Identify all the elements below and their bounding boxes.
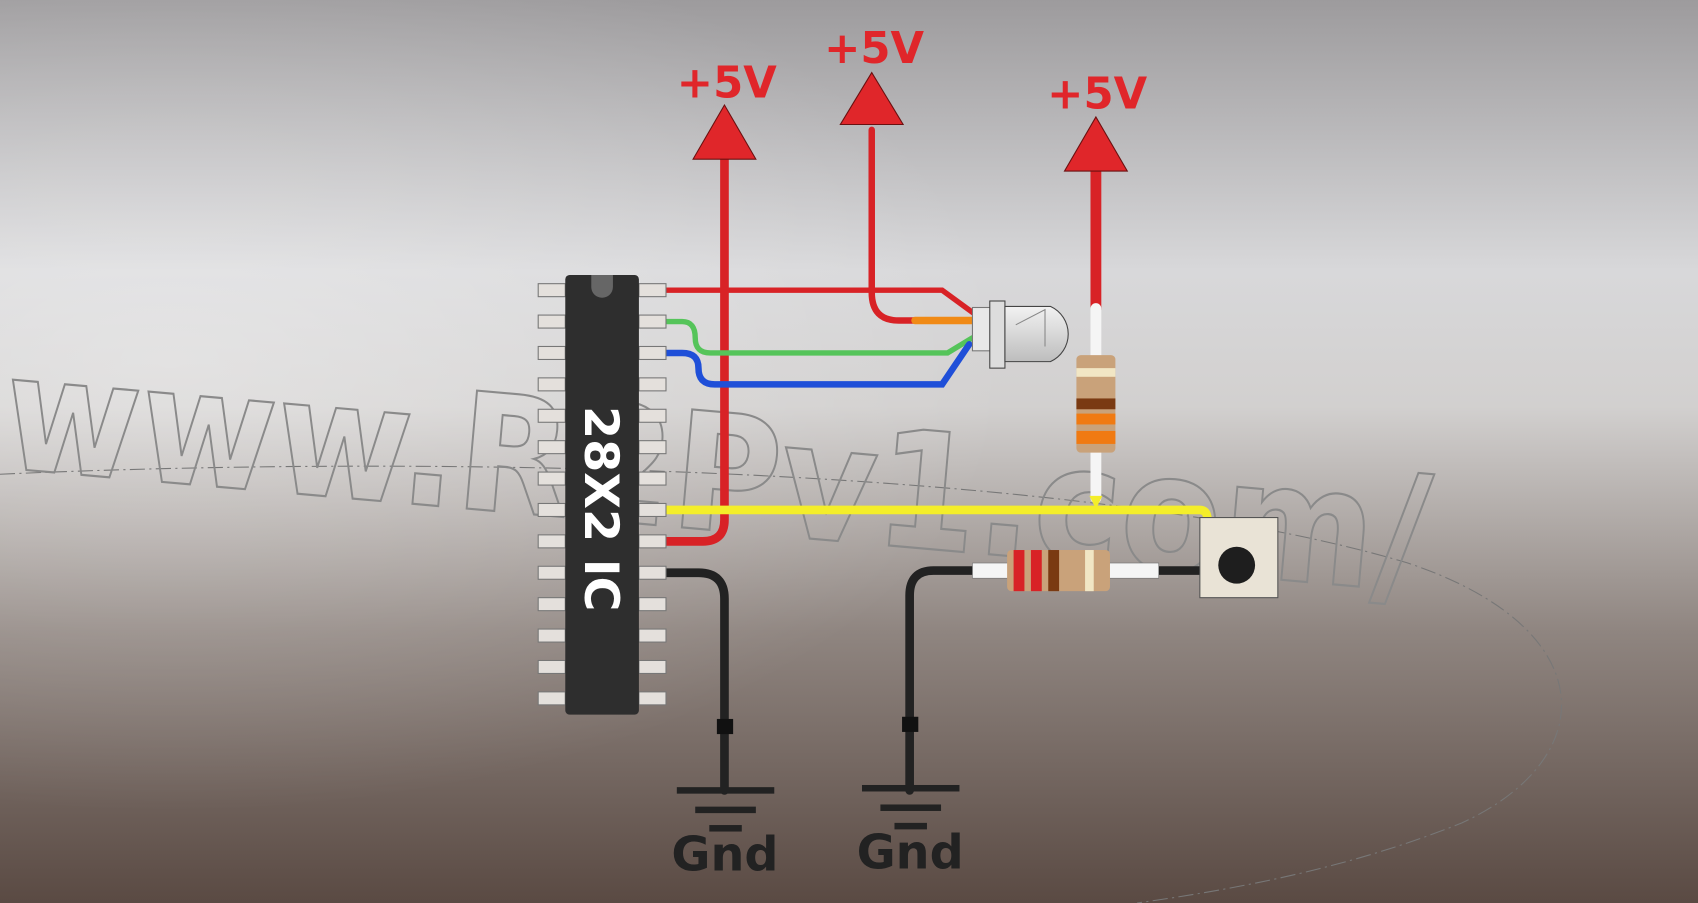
wire-red-top [660, 287, 978, 317]
wire-ground-ic [648, 568, 729, 795]
ic-pin-right [638, 597, 667, 612]
ic-pin-right [638, 440, 667, 455]
wire-blue [659, 341, 973, 388]
supply-arrow-icon [839, 71, 905, 126]
resistor-vertical [1076, 355, 1116, 509]
ic-pin-left [537, 377, 566, 392]
ground-symbol-1: Gnd [671, 718, 779, 883]
ic-pin-left [537, 597, 566, 612]
led-dome [1004, 305, 1069, 363]
supply-label: +5V [1047, 69, 1147, 119]
ground-label: Gnd [857, 825, 964, 880]
supply-arrow-icon [1063, 115, 1129, 172]
ground-bar [880, 804, 942, 811]
ic-pin-right [638, 314, 667, 329]
ic-notch [591, 275, 613, 298]
ic-pin-right [638, 691, 667, 706]
resistor-band [1076, 398, 1116, 410]
ic-pin-right [638, 408, 667, 423]
supply-arrow-icon [692, 103, 757, 160]
ic-pin-right [638, 471, 667, 486]
ic-pin-left [537, 691, 566, 706]
wire-green [660, 318, 976, 356]
resistor-band [1048, 550, 1060, 592]
ic-pin-right [638, 345, 667, 361]
led-flange [989, 300, 1006, 369]
supply-symbol-3: +5V [1047, 69, 1148, 172]
resistor-band [1076, 368, 1116, 377]
ground-bar [709, 825, 742, 832]
ic-label: 28X2 IC [573, 406, 628, 611]
resistor-lead-tip [1089, 495, 1103, 509]
resistor-horizontal [972, 550, 1159, 592]
wire-ground-switch [905, 566, 1205, 795]
construction-arc [0, 465, 1562, 903]
led-die [1015, 308, 1046, 347]
ground-label: Gnd [671, 828, 778, 883]
supply-symbol-1: +5V [677, 58, 777, 160]
ic-pin-left [537, 502, 566, 518]
ground-bar [695, 806, 756, 814]
ic-pin-left [537, 628, 566, 643]
push-button [1199, 517, 1279, 599]
wire-5v-left [648, 152, 729, 546]
ground-sleeve [716, 718, 734, 735]
ic-pin-left [537, 659, 566, 675]
ic-pin-right [638, 377, 667, 392]
ic-pin-left [537, 314, 566, 329]
resistor-band [1076, 413, 1116, 425]
ic-pin-left [537, 345, 566, 361]
ic-pin-left [537, 565, 566, 580]
resistor-band [1030, 550, 1042, 592]
ic-chip: 28X2 IC [537, 275, 667, 715]
ic-pin-right [638, 283, 667, 298]
supply-label: +5V [824, 24, 924, 74]
resistor-band [1013, 550, 1025, 592]
ic-pin-right [638, 565, 667, 580]
ic-pin-right [638, 628, 667, 643]
ic-pin-left [537, 440, 566, 455]
resistor-band [1085, 550, 1094, 592]
resistor-band [1076, 430, 1116, 444]
ic-pin-right [638, 659, 667, 675]
supply-symbol-2: +5V [824, 24, 925, 126]
ic-pin-right [638, 502, 667, 518]
wire-5v-mid [868, 126, 919, 324]
ground-bar [894, 822, 927, 830]
switch-button [1218, 546, 1256, 584]
ic-pin-left [537, 534, 566, 549]
ic-pin-left [537, 408, 566, 423]
ground-bar [676, 787, 775, 794]
ground-bar [861, 784, 960, 792]
ic-body [565, 275, 639, 715]
supply-label: +5V [677, 58, 777, 108]
ground-symbol-2: Gnd [857, 716, 964, 880]
ic-pin-right [638, 534, 667, 549]
rgb-led [971, 300, 1069, 369]
ic-pin-left [537, 283, 566, 298]
ic-pin-left [537, 471, 566, 486]
ground-sleeve [902, 716, 919, 732]
